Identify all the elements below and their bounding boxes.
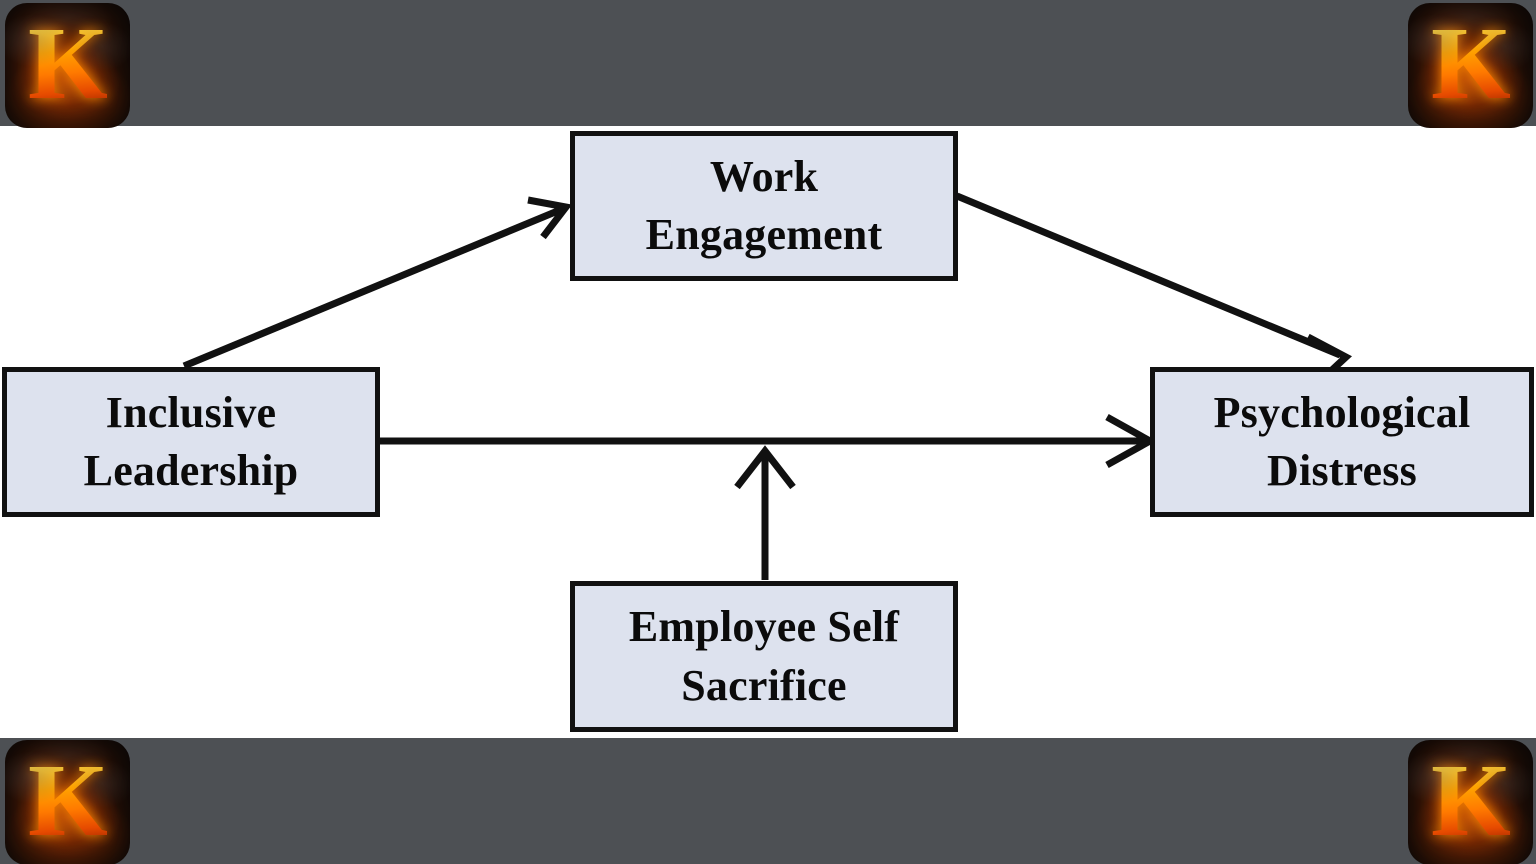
node-label-line1: Inclusive	[105, 387, 277, 437]
node-inclusive-leadership[interactable]: Inclusive Leadership	[2, 367, 380, 517]
node-label-line1: Work	[709, 151, 819, 201]
node-psychological-distress[interactable]: Psychological Distress	[1150, 367, 1534, 517]
bottom-watermark-bar	[0, 738, 1536, 864]
node-work-engagement[interactable]: Work Engagement	[570, 131, 958, 281]
logo-letter: K	[1431, 5, 1512, 121]
edge-work-engagement-to-psychological-distress	[955, 192, 1353, 386]
edge-employee-self-sacrifice-moderator	[734, 445, 796, 580]
node-label-line1: Employee Self	[628, 602, 900, 652]
logo-letter: K	[28, 5, 109, 121]
logo-letter: K	[1431, 742, 1512, 858]
node-label-line2: Distress	[1267, 446, 1417, 495]
edge-inclusive-leadership-to-work-engagement	[182, 196, 573, 370]
node-employee-self-sacrifice[interactable]: Employee Self Sacrifice	[570, 581, 958, 732]
node-label-line2: Sacrifice	[681, 660, 847, 710]
node-label-line2: Engagement	[645, 210, 883, 259]
node-label-line2: Leadership	[83, 446, 299, 495]
top-watermark-bar	[0, 0, 1536, 126]
node-label-line1: Psychological	[1213, 387, 1471, 437]
logo-letter: K	[28, 742, 109, 858]
